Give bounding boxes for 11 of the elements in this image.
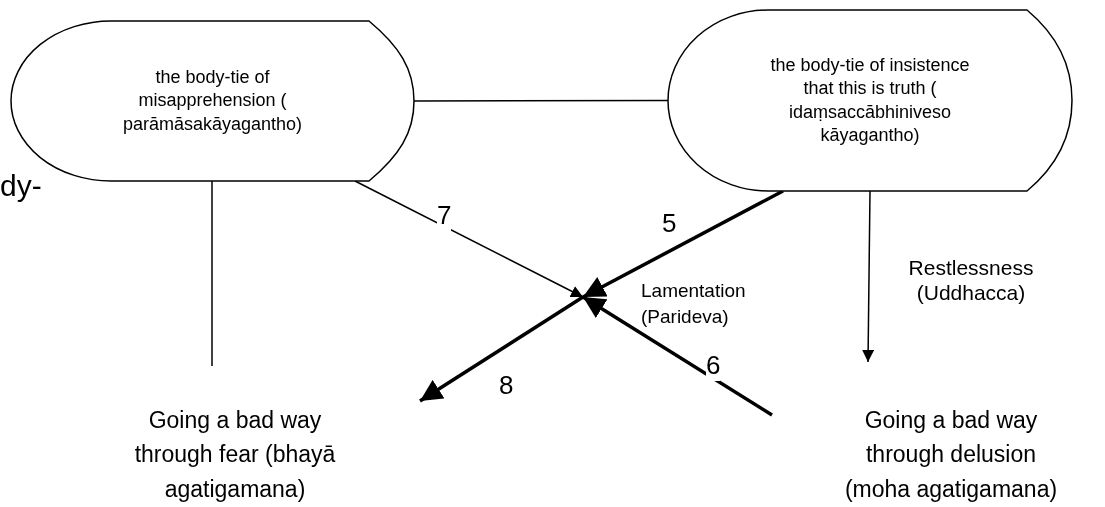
arrow	[419, 295, 584, 403]
node-text: Lamentation (Parideva)	[641, 279, 747, 329]
connector-line	[413, 99, 669, 102]
arrow	[582, 295, 773, 417]
arrow	[354, 180, 584, 298]
connector-line	[211, 180, 213, 367]
arrow	[862, 190, 875, 363]
node-text: Going a bad way through fear (bhayā agatigamana)	[133, 405, 337, 504]
node-text: Going a bad way through delusion (moha agatigamana)	[843, 405, 1059, 504]
node-label: the body-tie of misapprehension ( parāmāsakāyagantho)	[121, 65, 304, 136]
node-label: the body-tie of insistence that this is truth ( idaṃsaccābhiniveso kāyagantho)	[770, 53, 970, 147]
